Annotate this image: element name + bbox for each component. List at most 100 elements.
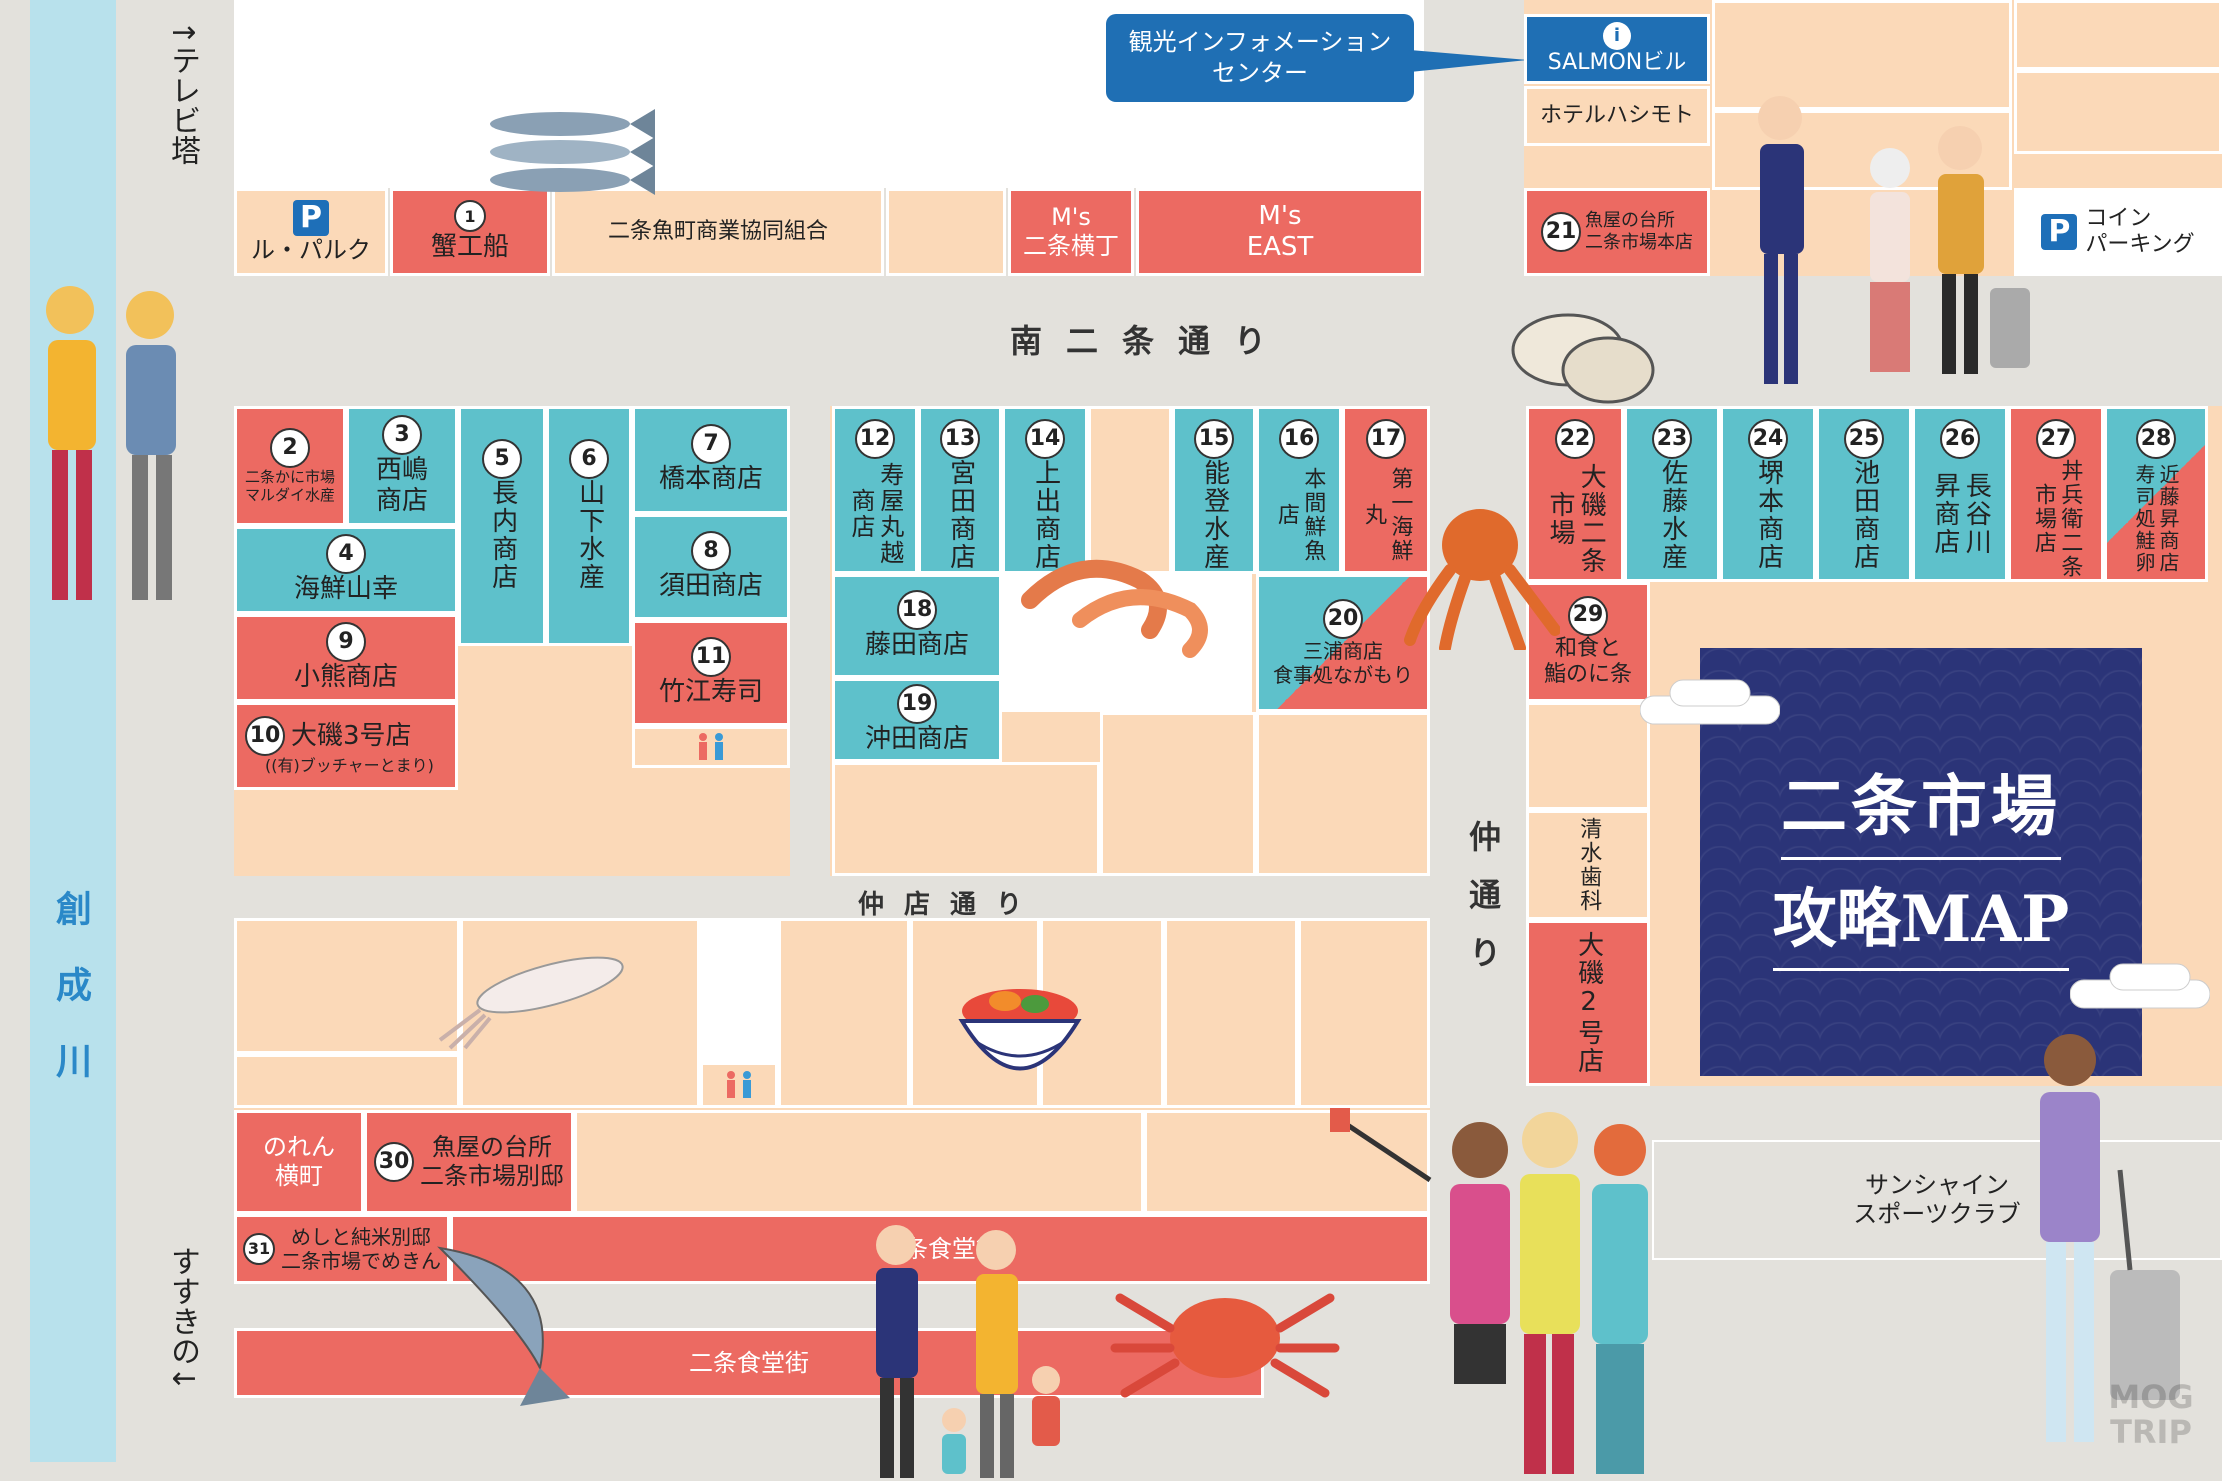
shop-6[interactable]: 6 山下水産	[546, 406, 632, 646]
shop-number: 8	[691, 531, 731, 572]
east-cream-a	[1526, 702, 1650, 810]
shop-number: 3	[382, 414, 422, 455]
shop-name: 宮田商店	[945, 459, 976, 571]
sunshine-sports-club[interactable]: サンシャイン スポーツクラブ	[1652, 1140, 2222, 1260]
shop-number: 6	[569, 439, 609, 479]
map-subtitle: 攻略MAP	[1772, 860, 2070, 971]
top-cream-block	[886, 188, 1006, 276]
salmon-building[interactable]: i SALMONビル	[1524, 14, 1710, 84]
shop-name: 堺本商店	[1753, 459, 1784, 571]
south-cream-c	[234, 1054, 460, 1108]
shop-1[interactable]: 1 蟹工船	[390, 188, 550, 276]
cloud-decoration	[1640, 679, 1780, 725]
south-cream-j	[1144, 1110, 1430, 1214]
fish-illustration	[490, 109, 655, 195]
shop-3[interactable]: 3 西嶋 商店	[346, 406, 458, 526]
shop-30[interactable]: 30 魚屋の台所 二条市場別邸	[364, 1110, 574, 1214]
shop-number: 19	[897, 684, 937, 725]
river-label: 創成川	[50, 890, 91, 1118]
crab-illustration	[1110, 1293, 1340, 1398]
shokudo-gai-2[interactable]: 二条食堂街	[234, 1328, 1264, 1398]
shop-number: 2	[270, 428, 310, 468]
shop-number: 14	[1025, 419, 1065, 459]
south-cream-d	[778, 918, 910, 1108]
shop-name: 大磯3号店	[291, 720, 412, 751]
shop-19[interactable]: 19 沖田商店	[832, 678, 1002, 762]
shop-28[interactable]: 28 近藤昇商店寿司処鮭卵	[2104, 406, 2208, 582]
info-icon: i	[1603, 21, 1631, 50]
shop-name: 須田商店	[658, 571, 763, 602]
shop-number: 1	[454, 200, 486, 233]
shop-23[interactable]: 23 佐藤水産	[1624, 406, 1720, 582]
center-cream-d	[1256, 712, 1430, 876]
shop-21[interactable]: 21 魚屋の台所 二条市場本店	[1524, 188, 1710, 276]
restroom-1	[632, 726, 790, 768]
shop-number: 23	[1652, 419, 1692, 459]
shimizu-dental[interactable]: 清水歯科	[1526, 810, 1650, 920]
shop-name: 大磯二条市場	[1545, 463, 1607, 575]
top-right-block-b	[2014, 0, 2222, 70]
shop-31[interactable]: 31 めしと純米別邸 二条市場でめきん	[234, 1214, 450, 1284]
south-cream-i	[574, 1110, 1144, 1214]
shop-name: 近藤昇商店寿司処鮭卵	[2132, 464, 2180, 574]
shop-17[interactable]: 17 第一海鮮丸	[1342, 406, 1430, 574]
shop-2[interactable]: 2 二条かに市場 マルダイ水産	[234, 406, 346, 526]
shop-5[interactable]: 5 長内商店	[458, 406, 546, 646]
shop-number: 4	[326, 534, 366, 575]
shop-22[interactable]: 22 大磯二条市場	[1526, 406, 1624, 582]
shop-number: 24	[1748, 419, 1788, 459]
shop-29[interactable]: 29 和食と 鮨のに条	[1526, 582, 1650, 702]
south-cream-a	[234, 918, 460, 1054]
info-center-label: 観光インフォメーション センター	[1128, 27, 1392, 87]
shop-number: 11	[691, 637, 731, 678]
river	[30, 0, 116, 1462]
hotel-hashimoto[interactable]: ホテルハシモト	[1524, 86, 1710, 146]
guide-family-illustration	[1758, 96, 2030, 384]
coin-parking[interactable]: P コイン パーキング	[2014, 188, 2222, 276]
shop-number: 29	[1568, 595, 1608, 636]
info-center-bubble[interactable]: 観光インフォメーション センター	[1106, 14, 1414, 102]
shop-26[interactable]: 26 長谷川昇商店	[1912, 406, 2008, 582]
shop-name: 魚屋の台所 二条市場別邸	[420, 1133, 564, 1190]
shop-name: 上出商店	[1030, 459, 1061, 571]
top-right-block-a	[1712, 0, 2012, 110]
shop-15[interactable]: 15 能登水産	[1172, 406, 1256, 574]
shop-14[interactable]: 14 上出商店	[1002, 406, 1088, 574]
shop-8[interactable]: 8 須田商店	[632, 514, 790, 620]
shop-name: 橋本商店	[658, 464, 763, 495]
oiso-2[interactable]: 大磯2号店	[1526, 920, 1650, 1086]
squid-illustration	[438, 956, 624, 1050]
shop-number: 15	[1194, 419, 1234, 459]
ms-east[interactable]: M's EAST	[1136, 188, 1424, 276]
shop-18[interactable]: 18 藤田商店	[832, 574, 1002, 678]
shop-16[interactable]: 16 本間鮮魚店	[1256, 406, 1342, 574]
shop-number: 22	[1555, 419, 1595, 459]
shop-10[interactable]: 10 大磯3号店 ((有)ブッチャーとまり)	[234, 702, 458, 790]
shop-20[interactable]: 20 三浦商店 食事処ながもり	[1256, 574, 1430, 712]
shop-11[interactable]: 11 竹江寿司	[632, 620, 790, 726]
shop-name: 和食と 鮨のに条	[1543, 635, 1632, 687]
shop-12[interactable]: 12 寿屋丸越商店	[832, 406, 918, 574]
family-illustration	[876, 1225, 1060, 1478]
shop-13[interactable]: 13 宮田商店	[918, 406, 1002, 574]
shop-4[interactable]: 4 海鮮山幸	[234, 526, 458, 614]
couple-illustration	[46, 286, 176, 600]
shop-name: 池田商店	[1849, 459, 1880, 571]
shop-number: 5	[482, 439, 522, 479]
ms-yokocho[interactable]: M's 二条横丁	[1008, 188, 1134, 276]
le-parc-parking[interactable]: P ル・パルク	[234, 188, 388, 276]
restroom-icon	[699, 733, 723, 760]
shop-9[interactable]: 9 小熊商店	[234, 614, 458, 702]
shop-24[interactable]: 24 堺本商店	[1720, 406, 1816, 582]
shop-number: 17	[1366, 419, 1406, 459]
shop-number: 31	[243, 1233, 275, 1265]
shop-number: 26	[1940, 419, 1980, 459]
center-cream-c	[1100, 712, 1256, 876]
shop-7[interactable]: 7 橋本商店	[632, 406, 790, 514]
shop-number: 28	[2136, 419, 2176, 459]
shop-number: 7	[691, 424, 731, 465]
coin-parking-label: コイン パーキング	[2085, 205, 2195, 257]
shop-27[interactable]: 27 丼兵衛二条市場店	[2008, 406, 2104, 582]
noren-yokocho[interactable]: のれん 横町	[234, 1110, 364, 1214]
shop-25[interactable]: 25 池田商店	[1816, 406, 1912, 582]
